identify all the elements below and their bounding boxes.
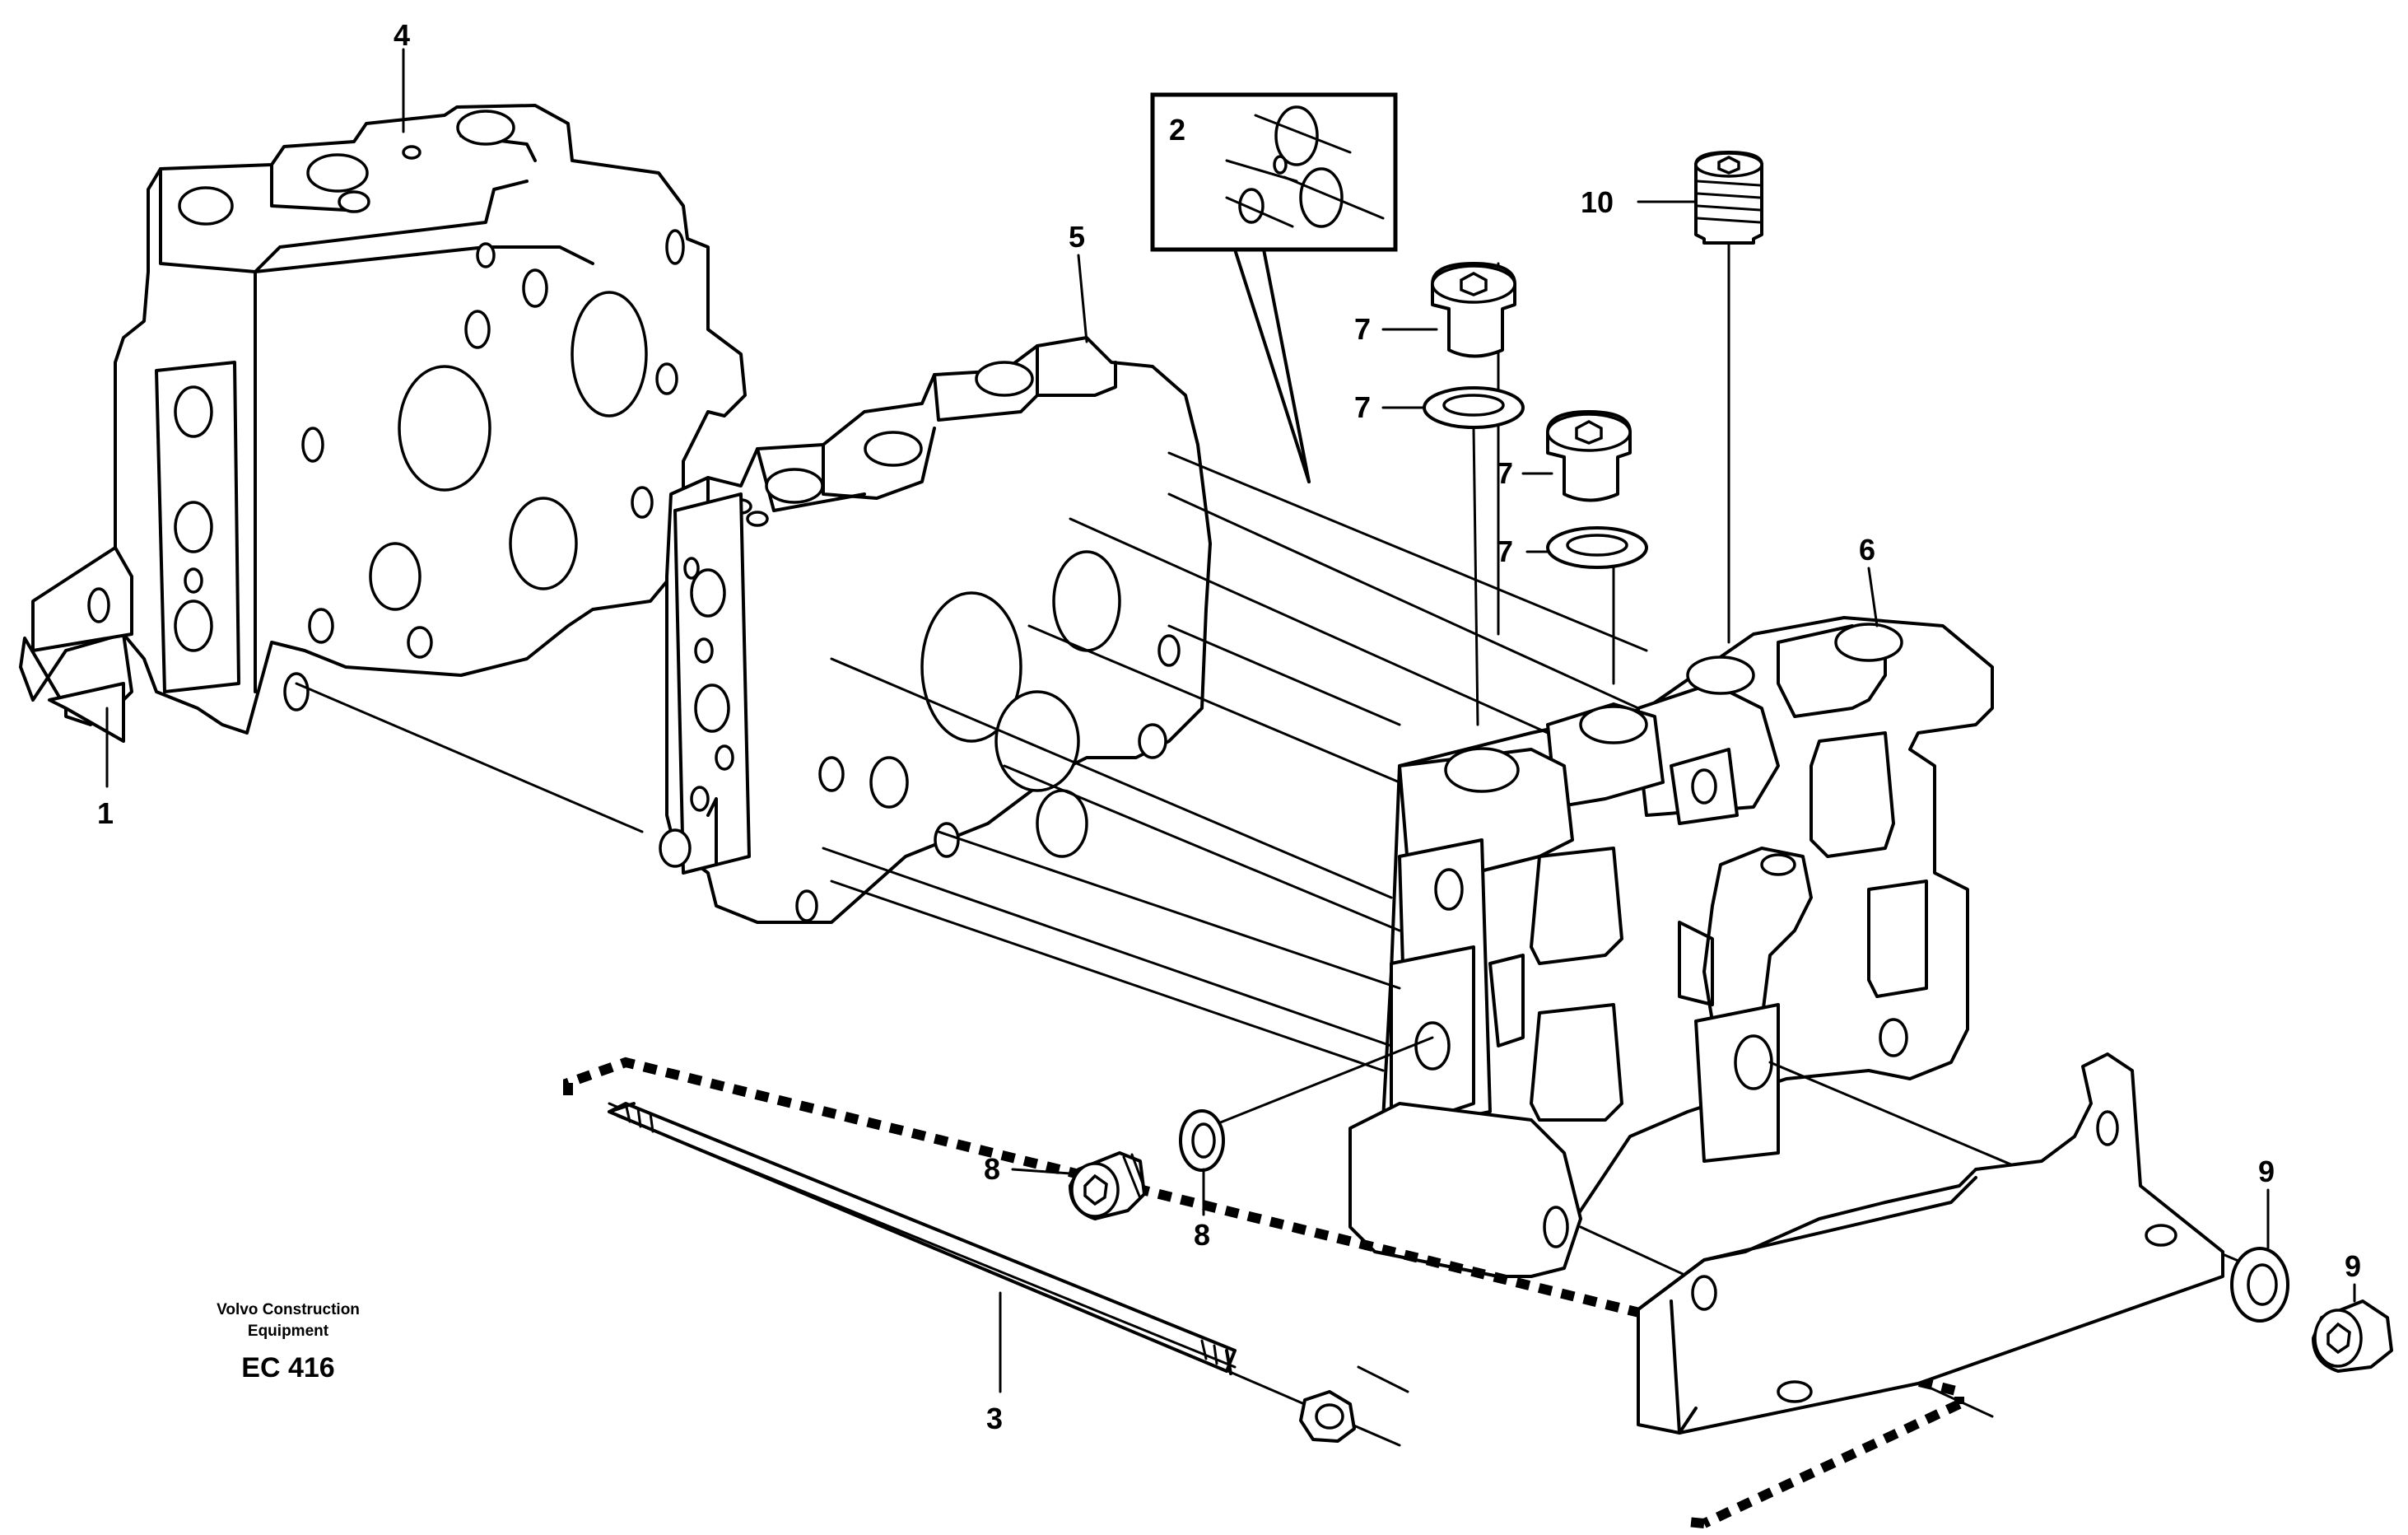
callout-6: 6: [1859, 533, 1875, 567]
callout-7-c: 7: [1497, 456, 1513, 490]
tie-rod-nut: [1299, 1390, 1356, 1443]
mounting-bracket: [1637, 1052, 2224, 1435]
o-ring-detail-box: [1150, 92, 1398, 483]
brand-line-2: Equipment: [248, 1323, 329, 1340]
callout-7-b: 7: [1354, 390, 1371, 424]
brand-line-1: Volvo Construction: [217, 1301, 360, 1318]
callout-3: 3: [986, 1402, 1003, 1435]
valve-section-part-5: [659, 336, 1212, 924]
tie-rod-dashed-bracket: [563, 1057, 1964, 1528]
callout-1: 1: [97, 796, 114, 830]
callout-leaders: [105, 48, 2356, 1393]
callout-8-a: 8: [984, 1152, 1000, 1186]
valve-body-part-6: [1348, 616, 1994, 1278]
tie-rod-part-3: [608, 1102, 1237, 1375]
diagram-code: EC 416: [241, 1352, 334, 1383]
callout-7-d: 7: [1497, 534, 1513, 568]
washer-part-8: [1179, 1109, 1225, 1172]
callout-7-a: 7: [1354, 312, 1371, 346]
callout-10: 10: [1581, 185, 1614, 219]
plug-7-lower: [1546, 410, 1648, 569]
callout-4: 4: [394, 18, 410, 52]
callout-9-b: 9: [2345, 1249, 2361, 1283]
plug-part-9: [2312, 1299, 2393, 1373]
screw-part-10: [1694, 151, 1763, 245]
callout-9-a: 9: [2258, 1155, 2275, 1188]
callout-8-b: 8: [1194, 1218, 1210, 1252]
plug-7-upper: [1423, 262, 1525, 429]
washer-part-9: [2230, 1247, 2289, 1323]
plug-part-8: [1069, 1151, 1148, 1220]
callout-2: 2: [1169, 113, 1185, 147]
end-section-part-4: [19, 104, 747, 743]
callout-5: 5: [1069, 220, 1085, 254]
